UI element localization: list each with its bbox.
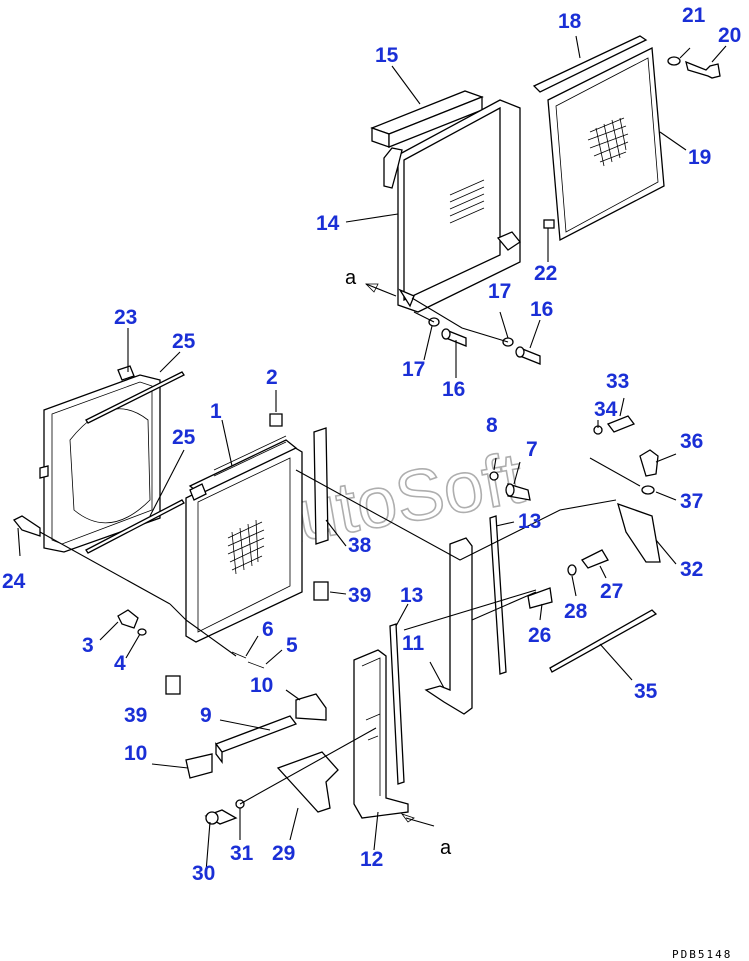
callout-2: 2 xyxy=(266,366,278,389)
view-letter-top: a xyxy=(345,267,357,289)
part-30-bolt xyxy=(204,809,238,825)
part-39-block-b xyxy=(165,675,181,695)
part-13-bar-left xyxy=(389,623,405,785)
callout-35: 35 xyxy=(634,680,658,703)
callout-25-lower: 25 xyxy=(172,426,196,449)
callout-31: 31 xyxy=(230,842,254,865)
callout-21: 21 xyxy=(682,4,706,27)
part-3-drain-valve xyxy=(117,609,139,629)
part-19-screen xyxy=(547,46,665,242)
callout-16-upper: 16 xyxy=(530,298,553,321)
part-5-pin xyxy=(247,661,265,669)
part-33-bolt xyxy=(606,415,636,433)
callout-32: 32 xyxy=(680,558,703,581)
part-32-bracket xyxy=(617,502,661,563)
callout-39-lower: 39 xyxy=(124,704,147,727)
callout-4: 4 xyxy=(114,652,126,675)
part-10-bracket-upper xyxy=(295,693,327,721)
part-22-clip xyxy=(543,219,555,229)
callout-16-lower: 16 xyxy=(442,378,465,401)
part-25-seal-top xyxy=(85,371,185,424)
callout-39-upper: 39 xyxy=(348,584,371,607)
part-27-bolt xyxy=(581,549,609,569)
callout-labels: 15 18 21 20 19 14 22 17 16 17 16 23 25 2… xyxy=(2,4,741,885)
part-4-oring xyxy=(137,628,147,636)
part-10-bracket-lower xyxy=(185,753,213,779)
callout-23: 23 xyxy=(114,306,137,329)
callout-13-right: 13 xyxy=(518,510,541,533)
callout-5: 5 xyxy=(286,634,298,657)
part-12-bracket xyxy=(353,649,409,819)
part-15-sponge xyxy=(370,90,484,148)
part-36-bolt xyxy=(639,449,659,477)
part-14-condenser xyxy=(383,99,521,313)
part-20-wing-bolt xyxy=(685,60,721,79)
part-6-clip xyxy=(231,651,247,659)
part-18-seal xyxy=(532,35,648,93)
callout-10-lower: 10 xyxy=(124,742,147,765)
callout-28: 28 xyxy=(564,600,588,623)
callout-36: 36 xyxy=(680,430,703,453)
callout-17-lower: 17 xyxy=(402,358,425,381)
part-16-bolt-b xyxy=(515,346,541,365)
part-26-plate xyxy=(527,587,553,609)
part-37-washer xyxy=(641,485,655,495)
part-13-bar-right xyxy=(489,515,507,675)
callout-24: 24 xyxy=(2,570,26,593)
callout-34: 34 xyxy=(594,398,618,421)
part-25-seal-bottom xyxy=(85,499,185,554)
callout-17-upper: 17 xyxy=(488,280,511,303)
part-35-stay xyxy=(549,609,658,673)
callout-15: 15 xyxy=(375,44,399,67)
callout-20: 20 xyxy=(718,24,741,47)
view-letter-bottom: a xyxy=(440,837,452,859)
part-11-bracket xyxy=(424,537,473,715)
callout-7: 7 xyxy=(526,438,538,461)
callout-38: 38 xyxy=(348,534,372,557)
part-28-washer xyxy=(567,564,577,576)
callout-8: 8 xyxy=(486,414,498,437)
callout-10-upper: 10 xyxy=(250,674,273,697)
part-2-cap xyxy=(269,413,283,427)
callout-27: 27 xyxy=(600,580,623,603)
drawing-code: PDB5148 xyxy=(672,948,732,961)
callout-9: 9 xyxy=(200,704,212,727)
part-16-bolt-a xyxy=(441,328,467,347)
callout-1: 1 xyxy=(210,400,222,423)
callout-37: 37 xyxy=(680,490,703,513)
callout-3: 3 xyxy=(82,634,94,657)
part-29-plate xyxy=(276,751,339,813)
part-39-block-a xyxy=(313,581,329,601)
callout-29: 29 xyxy=(272,842,295,865)
callout-26: 26 xyxy=(528,624,551,647)
callout-14: 14 xyxy=(316,212,340,235)
part-21-washer xyxy=(667,56,681,66)
part-7-bolt xyxy=(505,483,531,501)
leader-lines xyxy=(17,35,727,873)
callout-22: 22 xyxy=(534,262,557,285)
part-38-sponge xyxy=(313,427,329,545)
callout-18: 18 xyxy=(558,10,582,33)
callout-13-left: 13 xyxy=(400,584,423,607)
part-9-sponge xyxy=(214,715,298,764)
callout-25-upper: 25 xyxy=(172,330,196,353)
part-1-radiator xyxy=(185,435,303,643)
callout-6: 6 xyxy=(262,618,274,641)
callout-30: 30 xyxy=(192,862,215,885)
callout-11: 11 xyxy=(402,632,425,655)
part-8-washer xyxy=(489,471,499,481)
callout-19: 19 xyxy=(688,146,711,169)
callout-33: 33 xyxy=(606,370,629,393)
part-23-fan-shroud xyxy=(39,365,161,553)
callout-12: 12 xyxy=(360,848,383,871)
